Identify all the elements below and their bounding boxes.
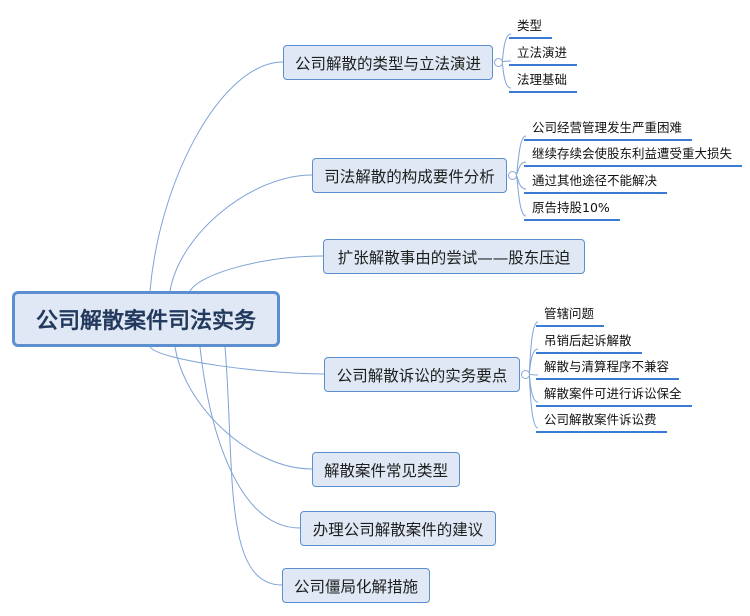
topic-connector (149, 61, 284, 292)
subtopic-underline (524, 219, 620, 221)
subtopic-connector (515, 174, 527, 217)
subtopic-label: 原告持股10% (532, 200, 610, 215)
subtopic-node[interactable]: 继续存续会使股东利益遭受重大损失 (524, 143, 743, 167)
subtopic-node[interactable]: 公司解散案件诉讼费 (536, 409, 667, 433)
collapse-toggle[interactable] (508, 171, 517, 180)
subtopic-label: 公司解散案件诉讼费 (544, 412, 657, 427)
topic-node[interactable]: 扩张解散事由的尝试——股东压迫 (323, 239, 585, 274)
subtopic-underline (536, 405, 692, 407)
subtopic-label: 类型 (517, 18, 543, 33)
subtopic-connector (515, 135, 527, 176)
root-node[interactable]: 公司解散案件司法实务 (12, 291, 280, 347)
topic-connector (224, 346, 283, 586)
subtopic-label: 解散与清算程序不兼容 (544, 359, 670, 374)
subtopic-underline (536, 378, 680, 380)
subtopic-label: 通过其他途径不能解决 (532, 173, 658, 188)
subtopic-node[interactable]: 解散与清算程序不兼容 (536, 356, 680, 380)
subtopic-label: 继续存续会使股东利益遭受重大损失 (532, 146, 733, 161)
collapse-toggle[interactable] (521, 370, 530, 379)
subtopic-node[interactable]: 公司经营管理发生严重困难 (524, 117, 693, 141)
subtopic-connector (528, 373, 539, 376)
subtopic-underline (524, 165, 743, 167)
topic-node[interactable]: 公司解散诉讼的实务要点 (324, 357, 520, 392)
subtopic-node[interactable]: 原告持股10% (524, 197, 620, 221)
topic-connector (149, 346, 325, 375)
subtopic-underline (524, 192, 668, 194)
subtopic-connector (501, 60, 512, 63)
collapse-toggle[interactable] (494, 58, 503, 67)
subtopic-underline (536, 325, 605, 327)
topic-node[interactable]: 公司解散的类型与立法演进 (283, 45, 493, 80)
subtopic-underline (524, 139, 693, 141)
subtopic-label: 公司经营管理发生严重困难 (532, 120, 683, 135)
topic-connector (169, 174, 313, 292)
subtopic-underline (536, 352, 642, 354)
subtopic-label: 立法演进 (517, 45, 568, 60)
subtopic-node[interactable]: 立法演进 (509, 42, 578, 66)
subtopic-underline (509, 37, 553, 39)
topic-node[interactable]: 办理公司解散案件的建议 (300, 511, 496, 546)
subtopic-label: 解散案件可进行诉讼保全 (544, 386, 682, 401)
topic-node[interactable]: 司法解散的构成要件分析 (312, 158, 507, 193)
subtopic-label: 法理基础 (517, 72, 568, 87)
topic-connector (189, 255, 324, 292)
topic-node[interactable]: 解散案件常见类型 (312, 452, 460, 487)
subtopic-label: 管辖问题 (544, 306, 595, 321)
subtopic-node[interactable]: 管辖问题 (536, 303, 605, 327)
subtopic-underline (509, 91, 578, 93)
subtopic-underline (536, 431, 667, 433)
topic-connector (199, 346, 301, 529)
subtopic-underline (509, 64, 578, 66)
subtopic-label: 吊销后起诉解散 (544, 333, 632, 348)
subtopic-node[interactable]: 吊销后起诉解散 (536, 330, 642, 354)
topic-node[interactable]: 公司僵局化解措施 (282, 568, 430, 603)
subtopic-node[interactable]: 类型 (509, 15, 553, 39)
subtopic-node[interactable]: 通过其他途径不能解决 (524, 170, 668, 194)
topic-connector (174, 346, 313, 470)
subtopic-node[interactable]: 法理基础 (509, 69, 578, 93)
subtopic-node[interactable]: 解散案件可进行诉讼保全 (536, 383, 692, 407)
